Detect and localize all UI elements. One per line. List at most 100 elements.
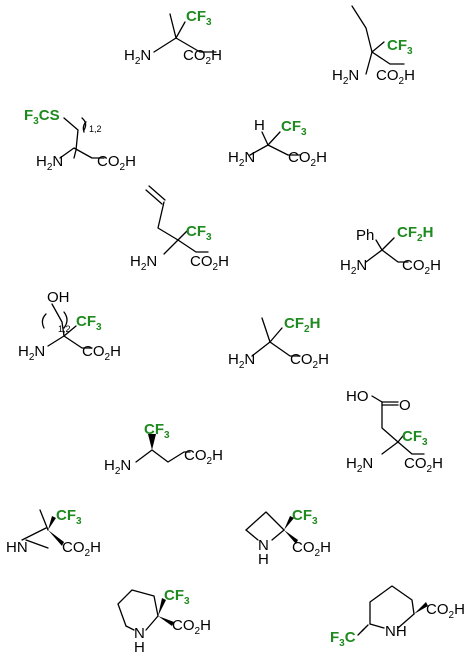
bond xyxy=(21,527,47,541)
molecule-cf3-azetidine: CF3 N H CO2H xyxy=(245,507,331,568)
bond xyxy=(375,239,383,251)
cf3-label: CF3 xyxy=(76,313,102,333)
molecule-cf3-aziridine: CF3 HN CO2H xyxy=(6,507,101,559)
h2n-label: H2N xyxy=(104,457,131,477)
h-label: H xyxy=(254,117,265,134)
bracket-left xyxy=(41,313,47,329)
bond xyxy=(381,401,399,443)
cf3-label: CF3 xyxy=(186,223,212,243)
molecule-cf3-aspartic-acid: HO O CF3 H2N CO2H xyxy=(346,388,443,475)
bond xyxy=(145,615,159,631)
f3cs-label: F3CS xyxy=(24,107,60,127)
bond xyxy=(157,201,179,241)
bond xyxy=(365,249,409,263)
bond xyxy=(145,189,163,205)
bond xyxy=(63,117,79,159)
bond xyxy=(351,5,373,53)
wedge-bond xyxy=(48,530,64,546)
cf3-label: CF3 xyxy=(144,421,170,441)
h2n-label: H2N xyxy=(18,343,45,363)
co2h-label: CO2H xyxy=(97,153,136,173)
wedge-bond xyxy=(48,516,56,530)
wedge-bond xyxy=(148,434,156,450)
bond xyxy=(397,613,415,629)
molecule-cf2h-phenylglycine: Ph CF2H H2N CO2H xyxy=(340,224,441,277)
bond xyxy=(169,13,177,39)
cf3-label: CF3 xyxy=(281,118,307,138)
bond xyxy=(271,529,285,541)
cf3-label: CF3 xyxy=(186,8,212,28)
cf3-label: CF3 xyxy=(56,507,82,527)
bond xyxy=(153,37,217,53)
bond xyxy=(369,623,385,629)
bond xyxy=(117,589,159,627)
bracket-right xyxy=(63,311,68,329)
n-label: N xyxy=(258,537,269,554)
h2n-label: H2N xyxy=(130,253,157,273)
bond xyxy=(245,529,259,541)
bond xyxy=(135,449,191,463)
co2h-label: CO2H xyxy=(184,447,223,467)
co2h-label: CO2H xyxy=(402,257,441,277)
bond xyxy=(249,144,301,156)
bond xyxy=(397,431,407,443)
bond xyxy=(39,509,49,531)
bond xyxy=(261,317,271,343)
molecule-cf3-glycine: H CF3 H2N CO2H xyxy=(228,117,327,169)
h2n-label: H2N xyxy=(346,455,373,475)
h2n-label: H2N xyxy=(228,351,255,371)
wedge-bond xyxy=(158,598,166,616)
bond xyxy=(269,327,283,343)
oh-label: OH xyxy=(47,289,70,306)
bond xyxy=(381,237,395,251)
hooc-label: HO xyxy=(346,388,369,405)
co2h-label: CO2H xyxy=(404,455,443,475)
co2h-label: CO2H xyxy=(82,343,121,363)
bond xyxy=(51,303,65,337)
wedge-bond xyxy=(284,516,294,530)
molecule-cf3-allylglycine: CF3 H2N CO2H xyxy=(130,185,229,273)
co2h-label: CO2H xyxy=(172,617,211,637)
bracket-right xyxy=(82,121,87,133)
bond xyxy=(371,41,385,53)
bond xyxy=(381,441,425,455)
h2n-label: H2N xyxy=(124,47,151,67)
h2n-label: H2N xyxy=(228,149,255,169)
cf2h-label: CF2H xyxy=(397,224,433,244)
chain-length-label: 1,2 xyxy=(89,124,102,134)
molecule-cf3-beta-amino-acid: CF3 H2N CO2H xyxy=(104,421,223,477)
wedge-bond xyxy=(158,616,174,626)
cf3-label: CF3 xyxy=(292,507,318,527)
bond xyxy=(63,325,77,337)
molecule-cf3-alanine: CF3 H2N CO2H xyxy=(124,8,222,67)
bond xyxy=(369,585,415,625)
molecule-scf3-amino-acid: 1,2 F3CS H2N CO2H xyxy=(24,107,136,173)
molecule-cf3-proline: CF3 N H CO2H xyxy=(117,587,211,656)
cf3-label: CF3 xyxy=(402,428,428,448)
cf2h-label: CF2H xyxy=(284,315,320,335)
cf3-label: CF3 xyxy=(387,37,413,57)
bond xyxy=(251,341,301,357)
bond xyxy=(59,147,105,159)
co2h-label: CO2H xyxy=(290,351,329,371)
bond xyxy=(245,511,285,531)
bond xyxy=(125,625,135,631)
bond xyxy=(177,229,189,241)
nh-label: H xyxy=(258,551,269,568)
bond xyxy=(25,539,49,549)
molecule-cf3-serine: 1,2 OH CF3 H2N CO2H xyxy=(18,289,121,363)
molecule-5-cf3-proline: F3C NH CO2H xyxy=(330,585,465,649)
co2h-label: CO2H xyxy=(292,539,331,559)
molecule-cf2h-alanine: CF2H H2N CO2H xyxy=(228,315,329,371)
hash-bond xyxy=(357,624,369,636)
bond xyxy=(261,131,269,146)
h2n-label: H2N xyxy=(332,67,359,87)
wedge-bond xyxy=(284,530,298,544)
molecule-cf3-norvaline: CF3 H2N CO2H xyxy=(332,5,415,87)
h2n-label: H2N xyxy=(340,257,367,277)
bond xyxy=(365,51,405,75)
ph-label: Ph xyxy=(356,227,374,244)
bond xyxy=(175,21,186,39)
